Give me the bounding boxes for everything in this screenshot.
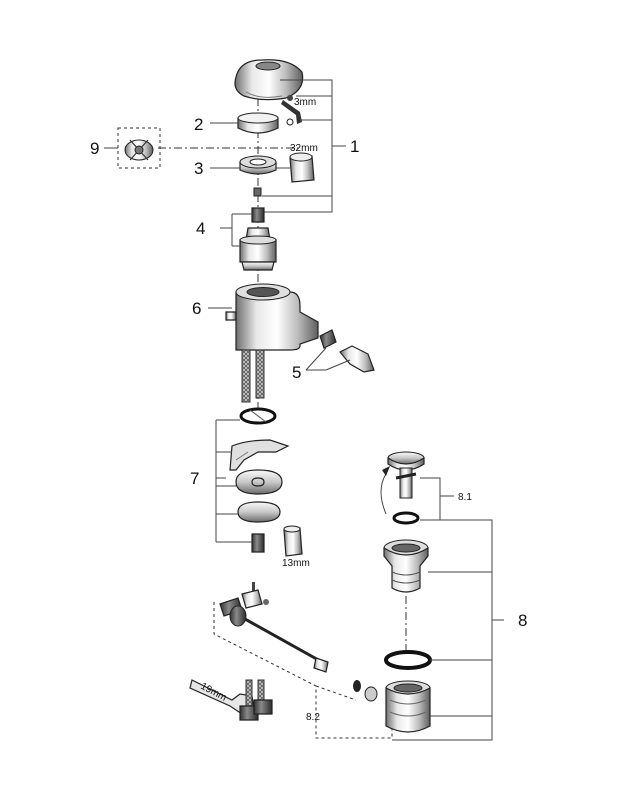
- callout-1: 1: [350, 137, 359, 156]
- hose-connection-part: [239, 679, 273, 721]
- hex-key-3mm: [281, 100, 302, 124]
- flex-hoses: [241, 349, 265, 403]
- plug-seal-part: [392, 511, 420, 525]
- callout-7: 7: [190, 469, 199, 488]
- dim-13mm-label: 13mm: [282, 558, 310, 569]
- small-washer-part: [353, 680, 378, 702]
- spray-nozzle-part: [339, 345, 375, 373]
- dim-19mm-label: 19mm: [199, 681, 229, 704]
- waste-nut-part: [385, 680, 431, 733]
- nut-ring-part: [239, 155, 277, 175]
- socket-13mm-tool: [283, 525, 303, 557]
- callout-6: 6: [192, 299, 201, 318]
- mixer-body-part: [225, 283, 319, 351]
- small-screw-part: [253, 187, 262, 197]
- socket-32mm-tool: [289, 152, 315, 183]
- set-screw-part: [286, 95, 294, 126]
- gasket-ring-part: [239, 407, 277, 425]
- callout-8-1: 8.1: [458, 492, 472, 503]
- dim-32mm-label: 32mm: [290, 143, 318, 154]
- horseshoe-washer-part: [235, 469, 283, 495]
- cartridge-part: [239, 227, 277, 271]
- callout-8-2-bracket: [213, 602, 393, 739]
- callout-4: 4: [196, 219, 205, 238]
- rotate-arrow: [380, 473, 387, 515]
- waste-body-part: [383, 539, 429, 593]
- callout-5-lines: [305, 347, 351, 371]
- callout-8-2: 8.2: [306, 712, 320, 723]
- callout-3: 3: [194, 159, 203, 178]
- callout-7-bracket: [215, 419, 252, 543]
- pull-rod-part: [252, 582, 255, 596]
- threaded-plate-part: [237, 501, 281, 523]
- pop-up-plug-part: [387, 451, 425, 499]
- callout-8: 8: [518, 611, 527, 630]
- callout-8-1-bracket: [420, 477, 454, 521]
- callout-9: 9: [90, 139, 99, 158]
- half-clamp-part: [229, 439, 290, 471]
- callout-8-bracket: [392, 519, 504, 741]
- callout-5: 5: [292, 363, 301, 382]
- diverter-part: [319, 329, 337, 349]
- callout-2: 2: [194, 115, 203, 134]
- waste-seal-part: [384, 650, 432, 670]
- adapter-part: [251, 207, 265, 223]
- rod-clamp-part: [241, 589, 269, 609]
- cap-ring-part: [237, 112, 279, 134]
- callout-4-bracket: [220, 213, 252, 247]
- lift-rod-part: [229, 605, 329, 673]
- dim-3mm-label: 3mm: [294, 97, 316, 108]
- part-9-cover-plate: [117, 127, 161, 169]
- lever-handle-part: [234, 59, 304, 101]
- fixing-nut-part: [251, 533, 265, 553]
